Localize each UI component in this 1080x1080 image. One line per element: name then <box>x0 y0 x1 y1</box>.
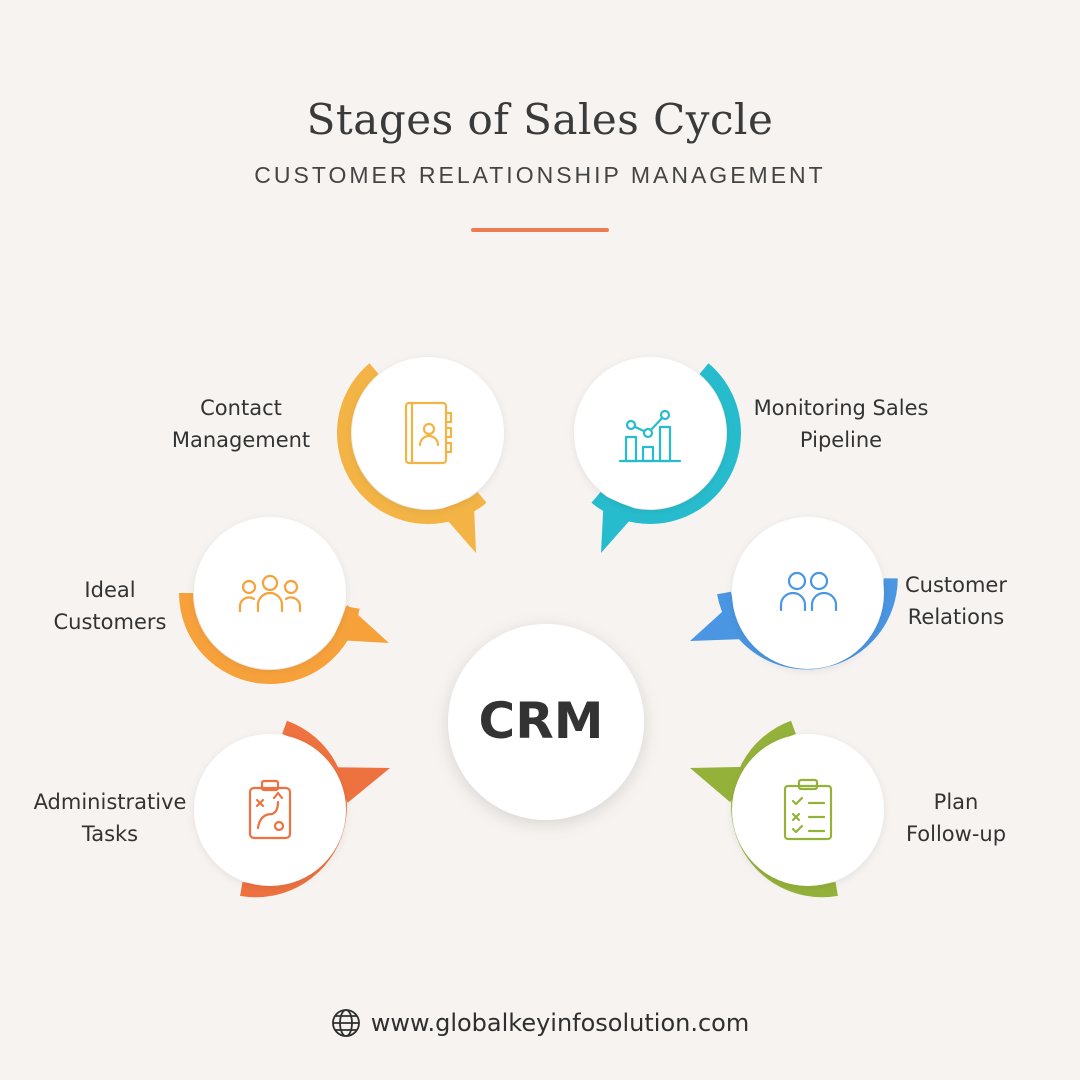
group-icon <box>238 574 302 613</box>
crm-center: CRM <box>448 624 644 820</box>
checklist-icon <box>783 778 833 841</box>
crm-center-label: CRM <box>479 692 604 750</box>
stage-plan-follow-up <box>690 720 884 898</box>
stage-ring <box>179 592 360 684</box>
stage-pointer <box>601 495 639 553</box>
stage-monitoring-sales-pipeline <box>574 357 741 553</box>
stage-label-ideal-customers: Ideal Customers <box>53 578 167 634</box>
stage-label-plan-follow-up: Plan Follow-up <box>905 790 1007 846</box>
stage-pointer <box>335 767 390 803</box>
stage-disc <box>732 734 884 886</box>
stage-pointer <box>690 604 746 641</box>
stage-customer-relations <box>690 517 898 670</box>
stage-label-monitoring-sales-pipeline: Monitoring Sales Pipeline <box>753 396 929 452</box>
title-divider <box>471 228 609 232</box>
strategy-clipboard-icon <box>248 779 292 840</box>
stage-label-customer-relations: Customer Relations <box>904 573 1007 629</box>
stage-label-contact-management: Contact Management <box>171 396 311 452</box>
stage-pointer <box>690 766 744 803</box>
two-people-icon <box>779 571 838 612</box>
footer: www.globalkeyinfosolution.com <box>0 1008 1080 1038</box>
page-subtitle: CUSTOMER RELATIONSHIP MANAGEMENT <box>254 162 826 188</box>
stage-contact-management <box>337 357 504 553</box>
stage-administrative-tasks <box>194 720 390 898</box>
contact-book-icon <box>404 401 453 465</box>
stage-pointer <box>438 496 476 553</box>
bar-chart-icon <box>618 409 682 463</box>
stage-label-administrative-tasks: Administrative Tasks <box>33 790 187 846</box>
page-title: Stages of Sales Cycle <box>306 95 774 144</box>
stage-pointer <box>332 604 389 643</box>
stage-disc <box>732 517 884 669</box>
stage-disc <box>194 734 346 886</box>
stage-ideal-customers <box>179 517 389 684</box>
globe-icon <box>331 1009 360 1037</box>
website-link[interactable]: www.globalkeyinfosolution.com <box>370 1009 750 1037</box>
